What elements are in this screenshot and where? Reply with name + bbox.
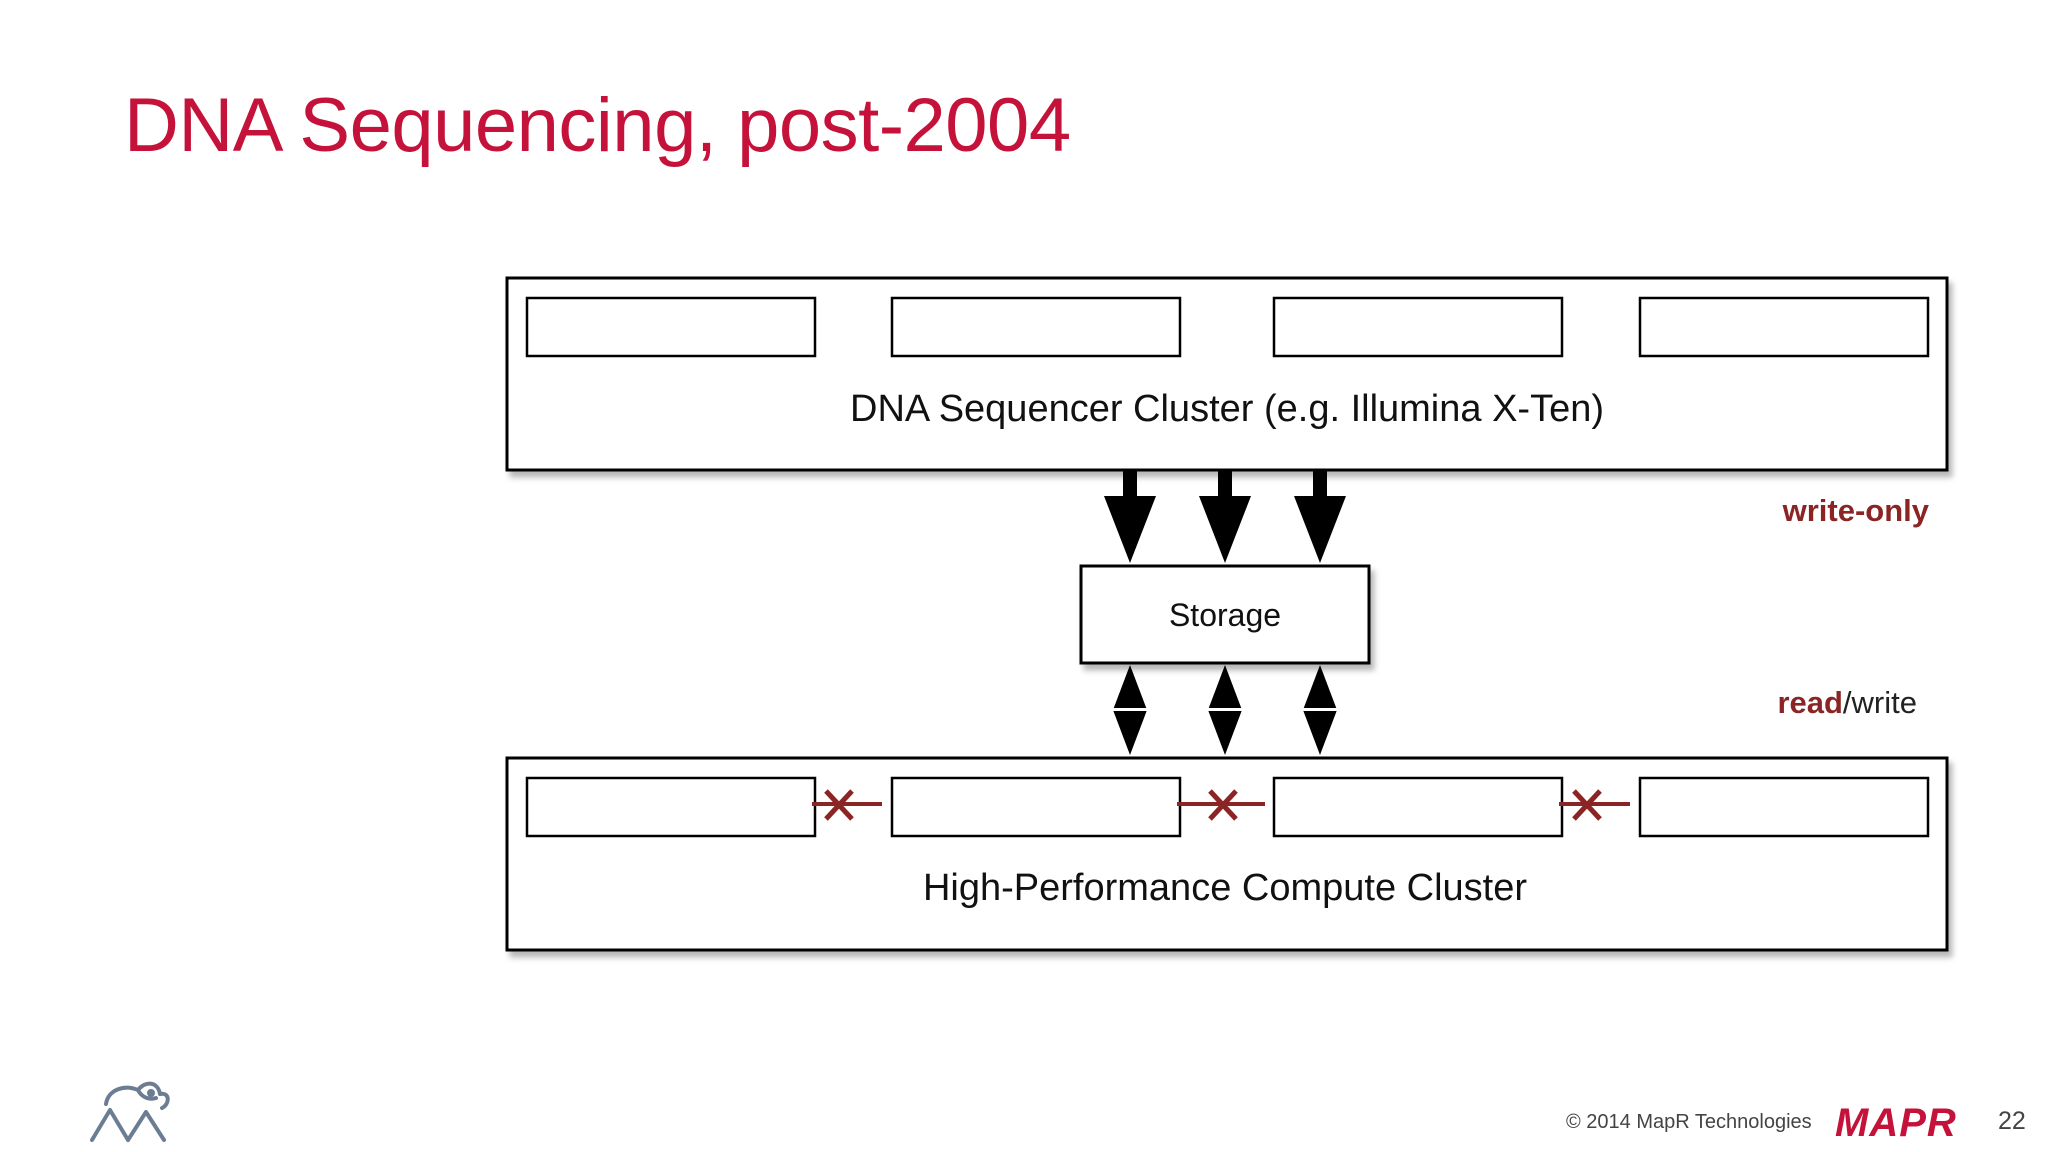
write-arrow-3-head — [1294, 496, 1346, 563]
rw-arrow-1 — [1113, 665, 1147, 710]
compute-node-1 — [525, 776, 817, 838]
write-arrow-2-head — [1199, 496, 1251, 563]
rw-arrow-2-bottom — [1208, 710, 1242, 755]
x-mark-icon — [1208, 789, 1238, 821]
sequencer-cluster-box: DNA Sequencer Cluster (e.g. Illumina X-T… — [505, 276, 1949, 472]
slide-title: DNA Sequencing, post-2004 — [124, 83, 1071, 168]
rw-arrow-1-bottom — [1113, 710, 1147, 755]
storage-box: Storage — [1079, 564, 1371, 665]
sequencer-node-1 — [525, 296, 817, 358]
compute-node-3 — [1272, 776, 1564, 838]
write-arrows — [1104, 470, 1346, 563]
mapr-brand-text: MAPR — [1835, 1101, 1957, 1145]
footer-copyright: © 2014 MapR Technologies — [1566, 1111, 1812, 1133]
compute-cluster-box: High-Performance Compute Cluster — [505, 756, 1949, 952]
rw-arrow-2 — [1208, 665, 1242, 710]
read-write-label: read/write — [1777, 685, 1917, 720]
elephant-logo-icon — [90, 1081, 170, 1142]
write-arrow-2-shaft — [1218, 470, 1232, 498]
read-write-arrows — [1110, 665, 1340, 755]
write-arrow-1-shaft — [1123, 470, 1137, 498]
write-arrow-3-shaft — [1313, 470, 1327, 498]
blocked-link-3 — [1559, 789, 1630, 821]
compute-node-4 — [1638, 776, 1930, 838]
rw-arrow-3 — [1303, 665, 1337, 710]
write-only-label: write-only — [1782, 493, 1930, 528]
sequencer-node-2 — [890, 296, 1182, 358]
page-number: 22 — [1998, 1107, 2026, 1135]
sequencer-node-4 — [1638, 296, 1930, 358]
read-label: read — [1777, 685, 1842, 720]
write-arrow-1-head — [1104, 496, 1156, 563]
sequencer-node-3 — [1272, 296, 1564, 358]
compute-node-2 — [890, 776, 1182, 838]
blocked-link-2 — [1177, 789, 1265, 821]
x-mark-icon — [824, 789, 854, 821]
compute-cluster-label: High-Performance Compute Cluster — [923, 867, 1527, 909]
storage-label: Storage — [1169, 597, 1281, 633]
rw-arrow-3-bottom — [1303, 710, 1337, 755]
mapr-logo-icon: MAPR — [1835, 1101, 1957, 1145]
write-label: /write — [1843, 685, 1917, 720]
x-mark-icon — [1572, 789, 1602, 821]
blocked-link-1 — [812, 789, 882, 821]
sequencer-cluster-label: DNA Sequencer Cluster (e.g. Illumina X-T… — [850, 388, 1604, 430]
